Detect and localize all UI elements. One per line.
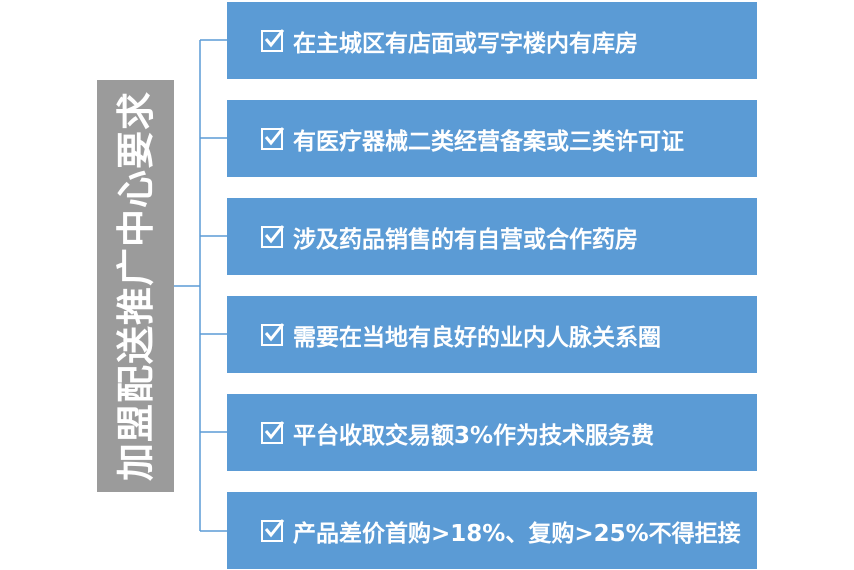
requirement-text: 涉及药品销售的有自营或合作药房 — [293, 226, 638, 253]
requirement-item-1: 在主城区有店面或写字楼内有库房 — [227, 2, 757, 79]
requirement-text: 有医疗器械二类经营备案或三类许可证 — [293, 128, 684, 155]
requirement-item-3: 涉及药品销售的有自营或合作药房 — [227, 198, 757, 275]
checkbox-checked-icon — [261, 126, 285, 150]
root-node: 加盟配送推广中心要求 — [97, 80, 174, 492]
checkbox-checked-icon — [261, 28, 285, 52]
requirement-text: 需要在当地有良好的业内人脉关系圈 — [293, 324, 661, 351]
root-title: 加盟配送推广中心要求 — [113, 90, 158, 482]
checkbox-checked-icon — [261, 518, 285, 542]
requirement-item-2: 有医疗器械二类经营备案或三类许可证 — [227, 100, 757, 177]
requirement-item-6: 产品差价首购>18%、复购>25%不得拒接 — [227, 492, 757, 569]
checkbox-checked-icon — [261, 224, 285, 248]
checkbox-checked-icon — [261, 322, 285, 346]
requirement-item-4: 需要在当地有良好的业内人脉关系圈 — [227, 296, 757, 373]
checkbox-checked-icon — [261, 420, 285, 444]
requirement-text: 平台收取交易额3%作为技术服务费 — [293, 422, 655, 449]
requirement-text: 在主城区有店面或写字楼内有库房 — [293, 30, 638, 57]
requirement-text: 产品差价首购>18%、复购>25%不得拒接 — [293, 520, 741, 547]
requirement-item-5: 平台收取交易额3%作为技术服务费 — [227, 394, 757, 471]
